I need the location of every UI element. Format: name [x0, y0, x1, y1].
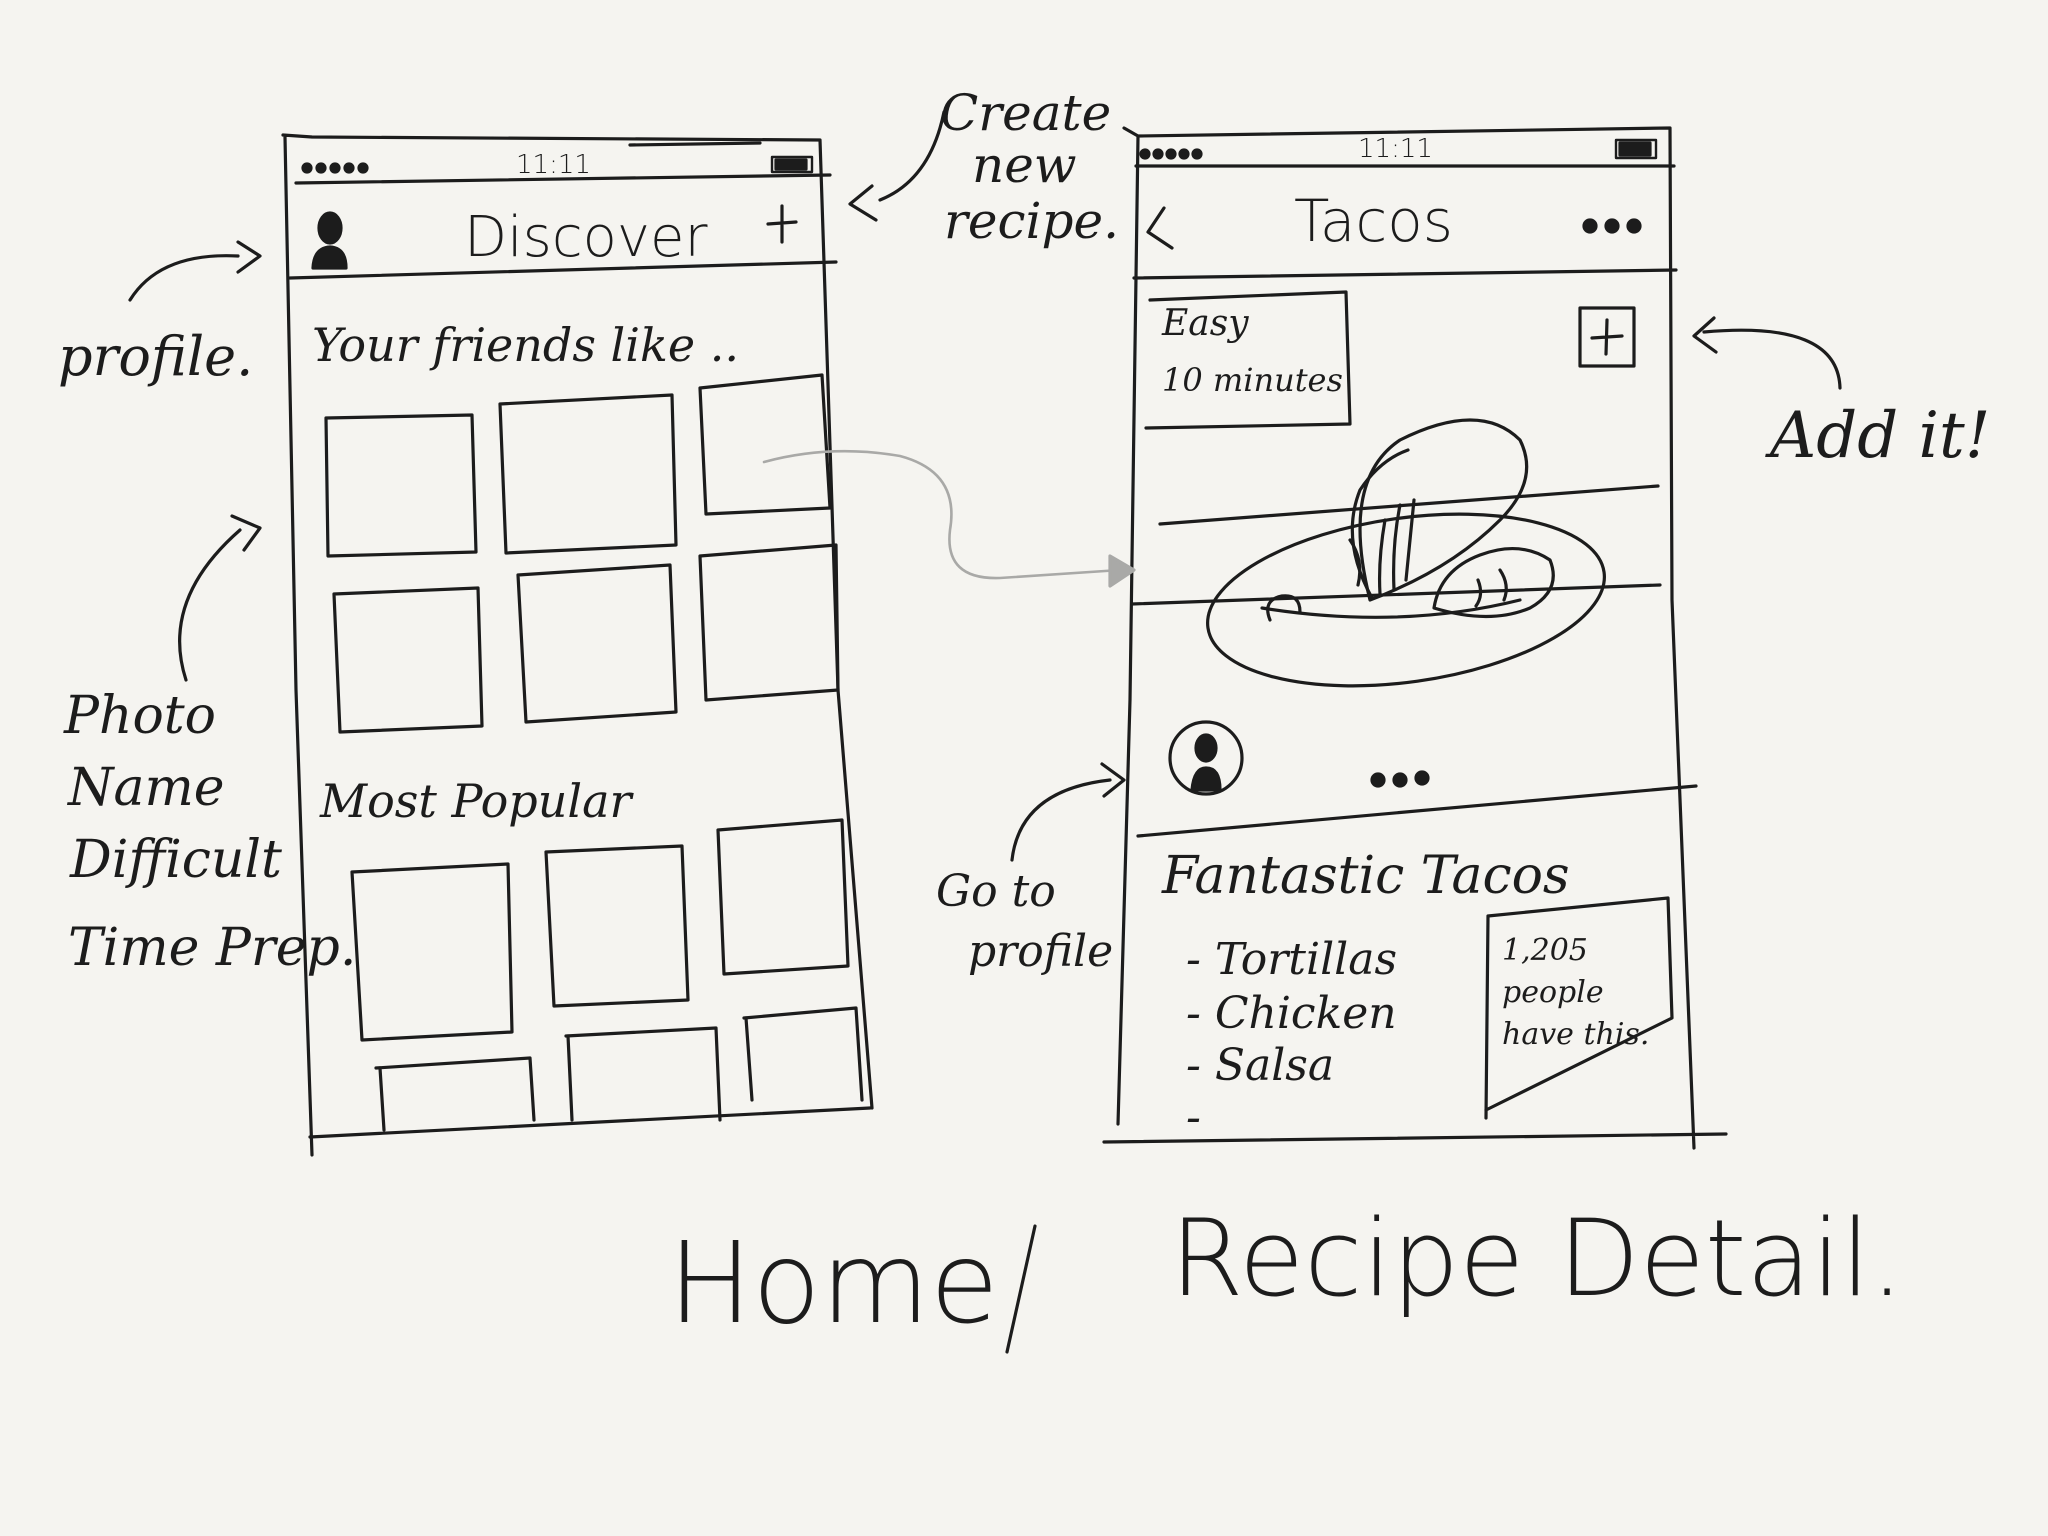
- photo-tile: [332, 586, 484, 734]
- friends-photo-grid: [324, 373, 840, 734]
- difficulty-label: Easy: [1162, 303, 1249, 344]
- caption-separator: [1005, 1224, 1037, 1354]
- photo-tile: [742, 1006, 864, 1102]
- annotation-create: recipe.: [944, 192, 1119, 250]
- home-status-bar: [301, 155, 814, 174]
- annotation-create: Create: [940, 84, 1112, 142]
- photo-tile: [516, 563, 678, 724]
- info-box: [1144, 290, 1352, 430]
- photo-tile: [698, 373, 832, 516]
- annotation-create: new: [972, 136, 1077, 194]
- annotation-profile: profile.: [58, 325, 254, 388]
- stat-box: [1484, 896, 1674, 1120]
- section-friends-label: Your friends like ..: [312, 318, 739, 372]
- photo-tile: [564, 1026, 722, 1122]
- photo-tile: [374, 1056, 536, 1122]
- back-chevron-icon[interactable]: [1146, 206, 1174, 250]
- photo-tile: [498, 393, 678, 555]
- time-label: 10 minutes: [1162, 361, 1343, 399]
- detail-phone-frame: [1102, 126, 1728, 1150]
- detail-title: Tacos: [1294, 187, 1453, 255]
- stat-label: 1,205 people have this.: [1502, 933, 1650, 1052]
- photo-tile: [324, 413, 478, 558]
- home-status-time: 11:11: [516, 150, 591, 180]
- annotation-add-it: Add it!: [1770, 399, 1991, 473]
- arrow-icon: [848, 110, 946, 222]
- ingredient-item: - Chicken: [1186, 988, 1397, 1039]
- photo-tile: [544, 844, 690, 1008]
- annotation-field: Time Prep.: [68, 918, 357, 978]
- arrow-icon: [1692, 316, 1842, 390]
- plus-icon[interactable]: [766, 204, 798, 244]
- taco-plate-illustration: [1158, 418, 1660, 688]
- popular-photo-grid: [350, 818, 864, 1132]
- annotation-field: Name: [68, 758, 225, 818]
- add-box-icon[interactable]: [1578, 306, 1636, 368]
- home-title: Discover: [464, 205, 708, 270]
- annotation-goto: profile: [968, 926, 1114, 977]
- navigation-arrow: [762, 449, 1136, 588]
- home-phone-frame: [281, 133, 874, 1157]
- photo-tile: [716, 818, 850, 976]
- recipe-name: Fantastic Tacos: [1162, 846, 1570, 906]
- caption-home: Home: [668, 1219, 999, 1349]
- ingredient-item: -: [1186, 1092, 1201, 1143]
- battery-icon: [770, 155, 814, 174]
- detail-status-bar: [1139, 138, 1658, 160]
- annotation-field: Photo: [64, 686, 216, 746]
- photo-tile: [698, 543, 840, 702]
- ingredient-item: - Tortillas: [1186, 934, 1398, 985]
- arrow-icon: [178, 514, 262, 682]
- more-icon[interactable]: [1370, 770, 1430, 788]
- detail-status-time: 11:11: [1358, 134, 1433, 164]
- arrow-icon: [1010, 762, 1126, 862]
- annotation-field: Difficult: [70, 830, 282, 890]
- section-popular-label: Most Popular: [320, 774, 632, 828]
- more-icon[interactable]: [1582, 218, 1642, 234]
- ingredient-item: - Salsa: [1186, 1040, 1335, 1091]
- arrow-icon: [128, 240, 262, 302]
- battery-icon: [1614, 138, 1658, 160]
- profile-icon[interactable]: [311, 211, 348, 270]
- avatar-icon[interactable]: [1168, 720, 1244, 796]
- caption-detail: Recipe Detail.: [1170, 1197, 1904, 1320]
- annotation-goto: Go to: [936, 866, 1056, 917]
- photo-tile: [350, 862, 514, 1042]
